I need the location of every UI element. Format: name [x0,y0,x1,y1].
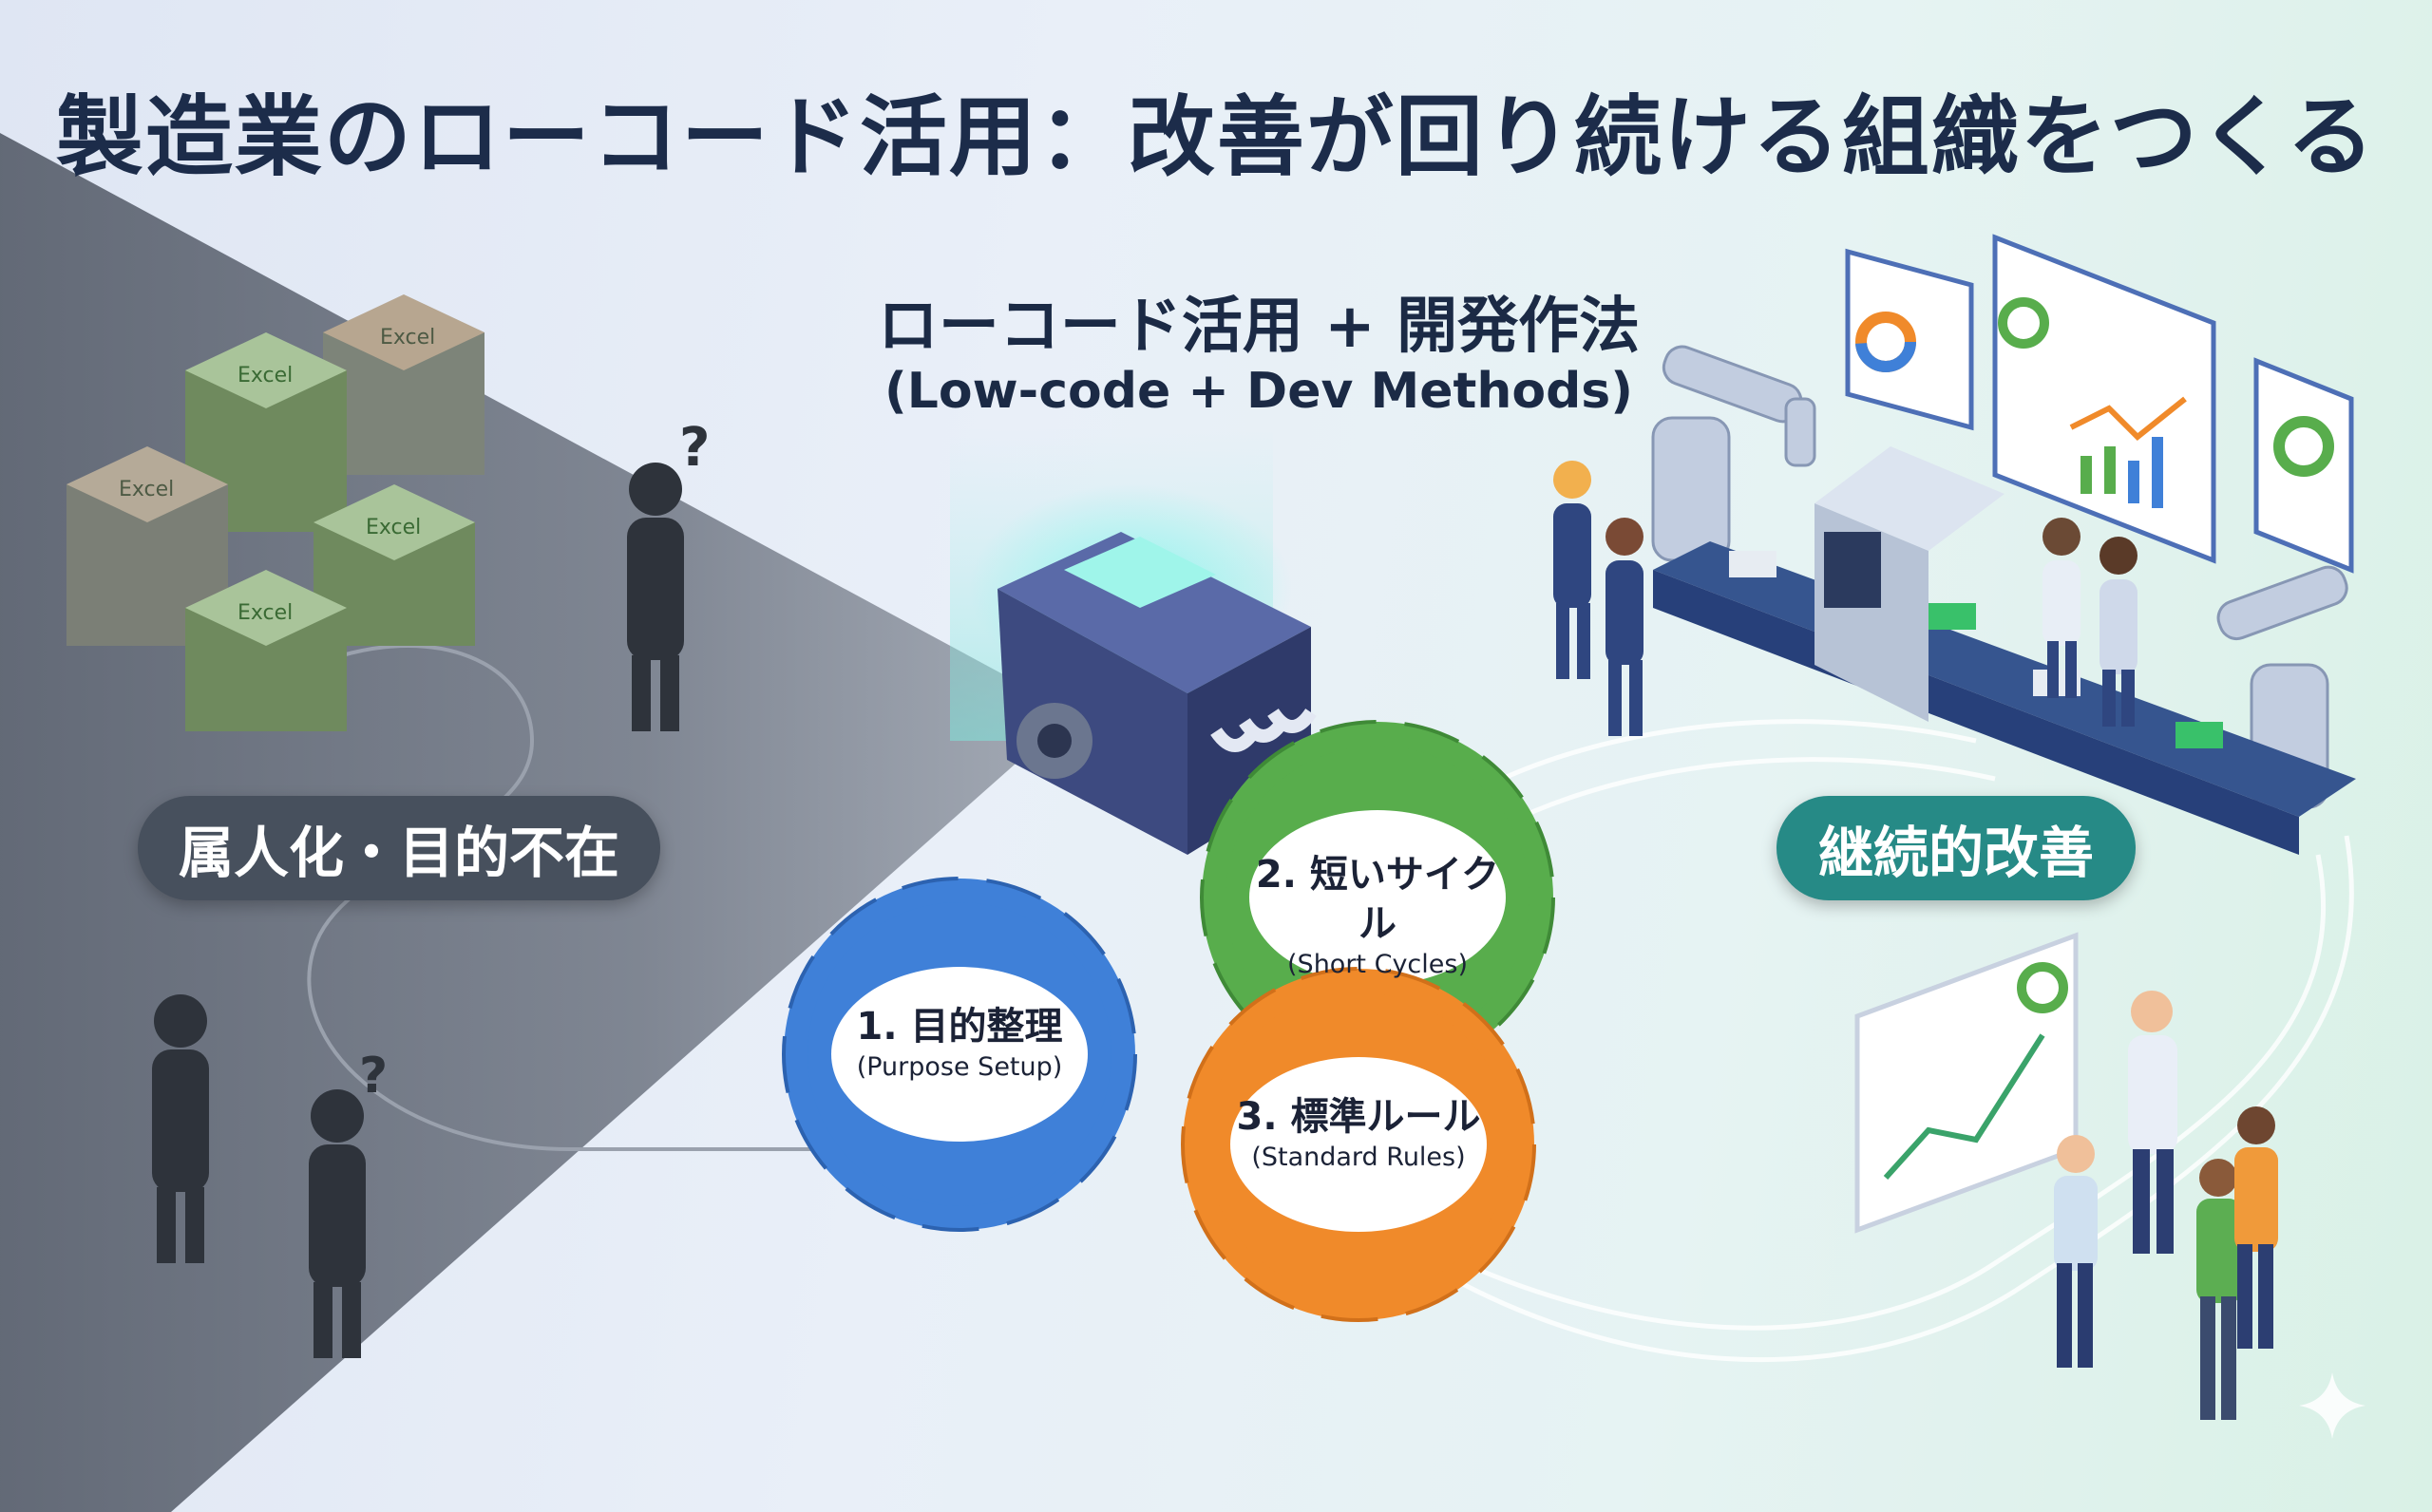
gear-standard-rules [1181,967,1536,1322]
inspection-machine [1814,446,2004,722]
gear-short-cycles-label: 2. 短いサイクル (Short Cycles) [1249,850,1506,981]
improvement-label: 継続的改善 [1776,796,2136,900]
gear-purpose-title: 1. 目的整理 [856,1005,1063,1049]
gear-standard-rules-title: 3. 標準ルール [1236,1095,1481,1139]
worker [1553,461,1591,679]
concept-title: ローコード活用 + 開発作法 [877,292,1641,362]
question-mark: ? [679,417,710,479]
dashboard-panel [1854,932,2079,1234]
question-mark: ? [359,1048,388,1105]
team-member [2196,1159,2242,1420]
dashboard-panel [1845,248,1974,431]
worker [2042,518,2080,698]
gear-standard-rules-label: 3. 標準ルール (Standard Rules) [1235,1092,1482,1174]
dashboard-panel [1992,234,2216,564]
team-member [2234,1106,2278,1349]
gear-short-cycles-title: 2. 短いサイクル [1255,853,1500,946]
confused-person [152,994,209,1263]
team-member [2054,1135,2098,1368]
problem-label: 属人化・目的不在 [138,796,660,900]
sparkle-icon [2299,1372,2366,1439]
gear-standard-rules-subtitle: (Standard Rules) [1251,1143,1466,1172]
stack-label: Excel [238,364,293,387]
robot-arm [1651,345,1816,562]
flow-lines [1404,719,2354,1363]
gear-short-cycles [1200,720,1555,1075]
gear-short-cycles-subtitle: (Short Cycles) [1287,950,1468,979]
stack-label: Excel [119,478,174,501]
confused-person: ? [627,417,710,731]
worker [2100,537,2138,727]
page-title: 製造業のローコード活用：改善が回り続ける組織をつくる [55,86,2377,188]
excel-stacks: Excel Excel Excel Excel Excel [66,294,484,731]
gear-purpose [782,877,1137,1232]
confused-person: ? [309,1048,388,1358]
concept-subtitle: (Low-code + Dev Methods) [884,363,1634,420]
team-member [2128,991,2177,1254]
worker [1606,518,1644,736]
gear-purpose-label: 1. 目的整理 (Purpose Setup) [836,1002,1083,1084]
gear-purpose-subtitle: (Purpose Setup) [856,1052,1063,1082]
dashboard-panel [2253,357,2354,574]
stack-label: Excel [380,326,435,350]
stack-label: Excel [366,516,421,539]
stack-label: Excel [238,601,293,625]
